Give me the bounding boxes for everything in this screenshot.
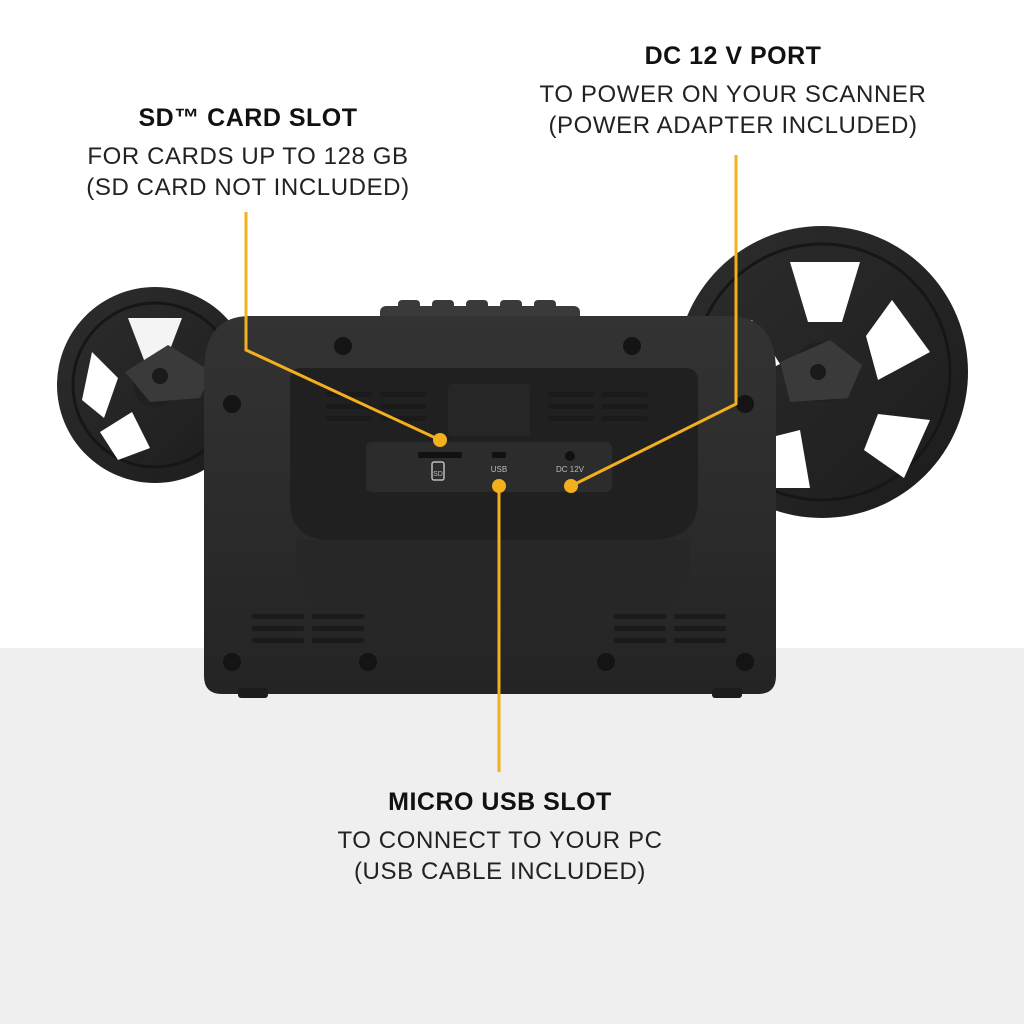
- usb-slot-desc-line2: (USB CABLE INCLUDED): [353, 858, 647, 885]
- micro-usb-port: USB: [491, 452, 507, 474]
- dc-port-title: DC 12 V PORT: [644, 42, 822, 70]
- dc-callout-line: [570, 155, 738, 488]
- sd-slot-desc-line1: FOR CARDS UP TO 128 GB: [87, 143, 409, 170]
- callout-lines: [244, 155, 738, 772]
- callout-dots: [433, 433, 578, 493]
- dc-callout-dot: [564, 479, 578, 493]
- scanner-body: [204, 316, 776, 698]
- usb-slot-callout: MICRO USB SLOT TO CONNECT TO YOUR PC (US…: [300, 788, 700, 887]
- dc-port-desc-line1: TO POWER ON YOUR SCANNER: [539, 81, 927, 108]
- dc-port-label: DC 12V: [556, 465, 585, 474]
- usb-slot-title: MICRO USB SLOT: [388, 788, 612, 816]
- sd-port-label: SD: [433, 471, 443, 478]
- dc-port-callout: DC 12 V PORT TO POWER ON YOUR SCANNER (P…: [503, 42, 963, 141]
- left-reel-arm: [125, 345, 212, 402]
- usb-callout-dot: [492, 479, 506, 493]
- sd-slot-title: SD™ CARD SLOT: [138, 104, 358, 132]
- usb-slot-desc-line1: TO CONNECT TO YOUR PC: [337, 827, 663, 854]
- sd-slot-callout: SD™ CARD SLOT FOR CARDS UP TO 128 GB (SD…: [48, 104, 448, 203]
- sd-slot-desc-line2: (SD CARD NOT INCLUDED): [86, 174, 410, 201]
- body-screws: [223, 337, 754, 671]
- dc-port-desc-line2: (POWER ADAPTER INCLUDED): [548, 112, 918, 139]
- sd-callout-dot: [433, 433, 447, 447]
- sd-callout-line: [244, 212, 441, 442]
- vent-grilles: [252, 392, 726, 643]
- dc-power-port: DC 12V: [556, 451, 585, 474]
- usb-port-label: USB: [491, 465, 507, 474]
- right-reel-arm: [780, 340, 862, 402]
- sd-card-slot: SD: [418, 452, 462, 481]
- floor-surface: [0, 648, 1024, 1024]
